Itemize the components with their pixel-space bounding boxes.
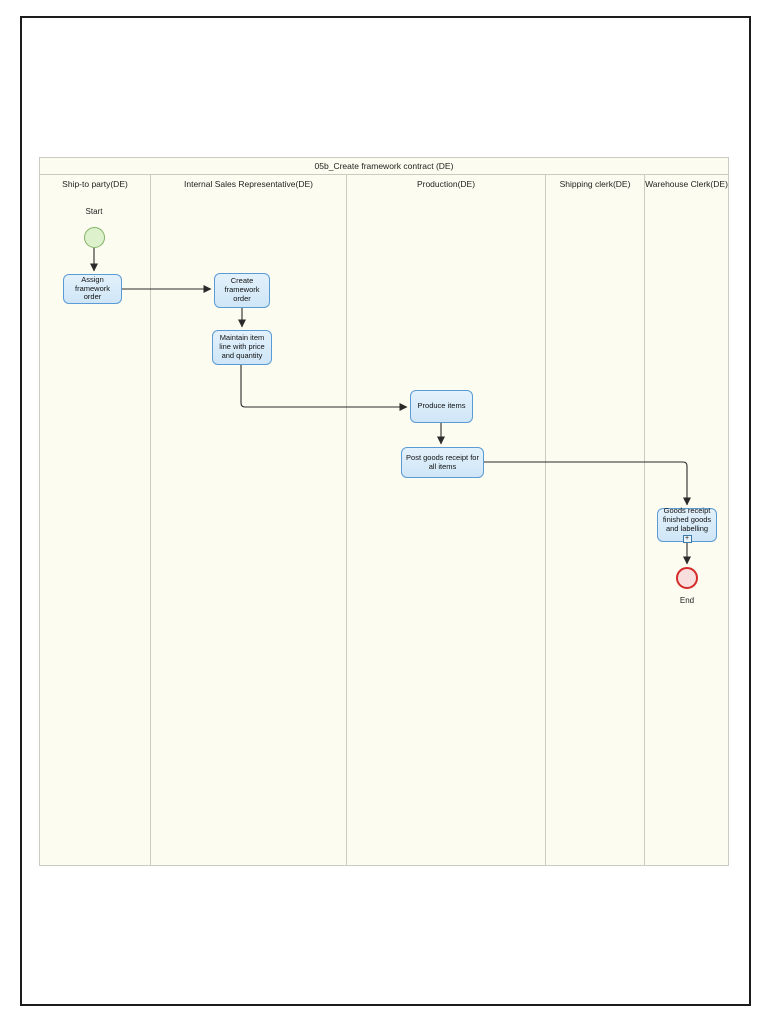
start-event-label: Start <box>85 207 103 216</box>
task-label: Post goods receipt for all items <box>406 452 479 471</box>
pool-title: 05b_Create framework contract (DE) <box>40 158 728 175</box>
lane-label: Internal Sales Representative(DE) <box>184 179 313 189</box>
task-maintain-item-line[interactable]: Maintain item line with price and quanti… <box>212 330 272 365</box>
task-label: Assign framework order <box>74 274 110 302</box>
lanes-container: Ship-to party(DE) Internal Sales Represe… <box>40 175 728 865</box>
task-produce-items[interactable]: Produce items <box>410 390 473 423</box>
end-event[interactable] <box>676 567 698 589</box>
lane-label: Production(DE) <box>416 179 476 189</box>
task-label: Maintain item line with price and quanti… <box>219 333 265 360</box>
task-post-goods-receipt[interactable]: Post goods receipt for all items <box>401 447 484 478</box>
subprocess-plus-icon[interactable]: + <box>682 534 692 543</box>
task-label: Produce items <box>417 401 466 411</box>
start-event[interactable] <box>84 227 105 248</box>
lane-shipping-clerk: Shipping clerk(DE) <box>545 175 644 865</box>
lane-ship-to-party: Ship-to party(DE) <box>40 175 150 865</box>
lane-label: Shipping clerk(DE) <box>559 179 631 189</box>
task-goods-receipt-finished-goods[interactable]: Goods receipt finished goods and labelli… <box>657 506 717 543</box>
lane-internal-sales-representative: Internal Sales Representative(DE) <box>150 175 346 865</box>
end-event-label: End <box>679 596 695 605</box>
lane-warehouse-clerk: Warehouse Clerk(DE) <box>644 175 728 865</box>
task-create-framework-order[interactable]: Create framework order <box>214 273 270 308</box>
bpmn-pool: 05b_Create framework contract (DE) Ship-… <box>39 157 729 866</box>
task-label: Goods receipt finished goods and labelli… <box>662 506 712 533</box>
task-label: Create framework order <box>224 276 260 303</box>
task-assign-framework-order[interactable]: Assign framework order <box>63 274 122 304</box>
lane-production: Production(DE) <box>346 175 545 865</box>
lane-label: Warehouse Clerk(DE) <box>645 179 728 189</box>
lane-label: Ship-to party(DE) <box>62 179 128 189</box>
